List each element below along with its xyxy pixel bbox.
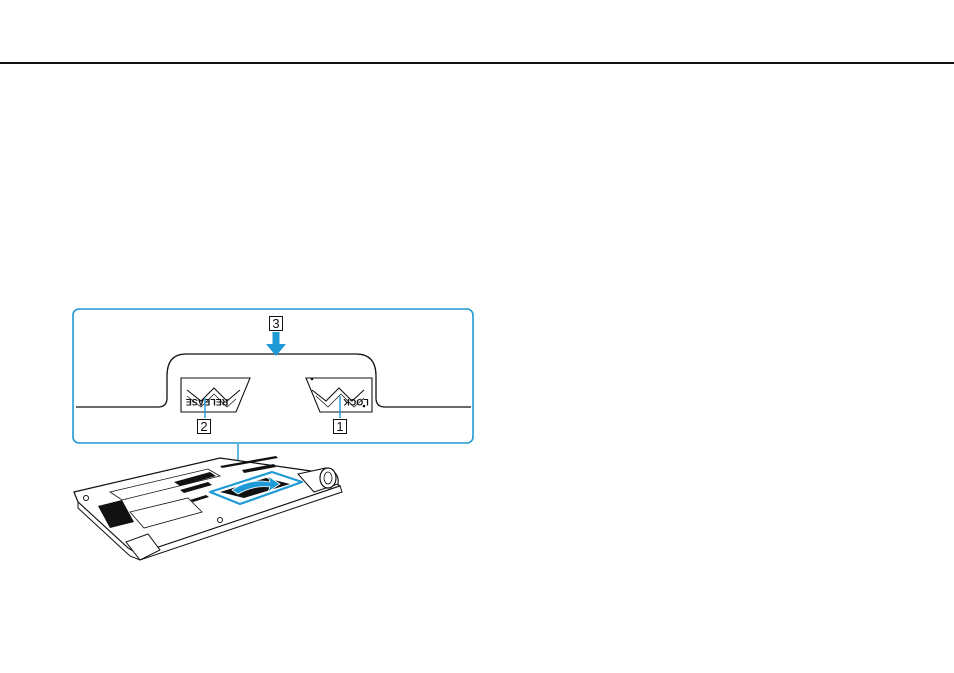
- header-rule: [0, 62, 954, 64]
- callout-3: 3: [270, 316, 283, 331]
- laptop-underside: [74, 456, 342, 560]
- battery-diagram: RELEASE LOCK 3: [70, 306, 476, 570]
- callout-1-number: 1: [336, 419, 343, 434]
- callout-2-number: 2: [200, 419, 207, 434]
- release-label: RELEASE: [186, 397, 229, 407]
- callout-3-number: 3: [272, 316, 279, 331]
- lock-label: LOCK: [343, 397, 369, 407]
- detail-inset: RELEASE LOCK 3: [73, 309, 473, 443]
- battery-installation-figure: RELEASE LOCK 3: [70, 306, 476, 570]
